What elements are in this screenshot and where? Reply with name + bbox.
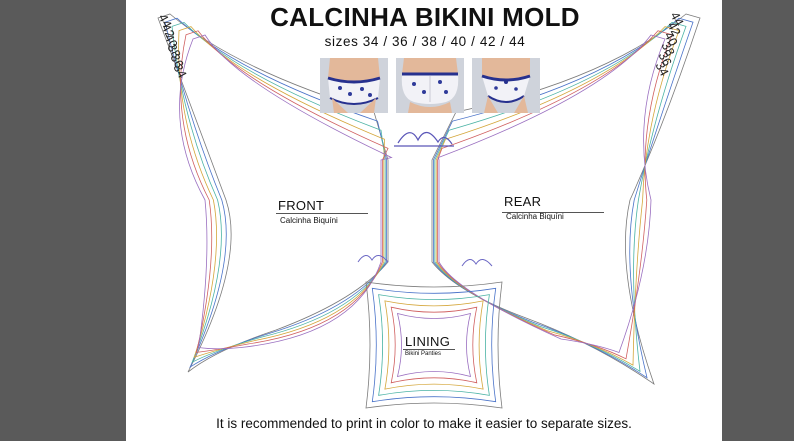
brand-logo-small-front-icon bbox=[357, 255, 389, 263]
rear-divider bbox=[502, 212, 604, 213]
rear-name: REAR bbox=[504, 194, 542, 209]
lining-outline-size-42 bbox=[371, 287, 497, 403]
brand-logo-icon bbox=[394, 131, 454, 147]
front-outline-size-38 bbox=[178, 26, 385, 358]
front-divider bbox=[276, 213, 368, 214]
lining-outline-size-36 bbox=[390, 306, 478, 384]
lining-name: LINING bbox=[405, 334, 451, 349]
front-outline-size-36 bbox=[180, 30, 389, 353]
front-label: FRONT Calcinha Biquíni bbox=[278, 198, 338, 225]
front-model-photo bbox=[320, 58, 388, 113]
front-pattern-lines bbox=[157, 13, 393, 373]
lining-pattern-lines bbox=[365, 281, 503, 409]
print-recommendation: It is recommended to print in color to m… bbox=[216, 416, 632, 431]
front-name: FRONT bbox=[278, 198, 325, 213]
rear-label: REAR Calcinha Biquíni bbox=[504, 194, 564, 221]
sizes-line: sizes 34 / 36 / 38 / 40 / 42 / 44 bbox=[324, 34, 526, 49]
rear-subtitle: Calcinha Biquíni bbox=[506, 212, 564, 221]
lining-outline-size-34 bbox=[396, 312, 472, 378]
pattern-drawing bbox=[157, 13, 701, 409]
front-outline-size-34 bbox=[179, 34, 393, 350]
lining-subtitle: Bikini Panties bbox=[405, 351, 442, 357]
document-title: CALCINHA BIKINI MOLD bbox=[270, 2, 580, 32]
lining-outline-size-44 bbox=[365, 281, 503, 409]
pattern-sheet: CALCINHA BIKINI MOLD sizes 34 / 36 / 38 … bbox=[126, 0, 722, 441]
front-subtitle: Calcinha Biquíni bbox=[280, 216, 338, 225]
rear-model-photo bbox=[396, 58, 464, 113]
side-model-photo bbox=[472, 58, 540, 113]
lining-label: LINING Bikini Panties bbox=[405, 334, 450, 357]
brand-logo-small-rear-icon bbox=[461, 259, 493, 267]
lining-outline-size-40 bbox=[378, 294, 490, 396]
rear-outline-size-34 bbox=[438, 34, 666, 354]
lining-outline-size-38 bbox=[384, 300, 484, 390]
lining-divider bbox=[403, 349, 455, 350]
front-outline-size-40 bbox=[171, 21, 386, 364]
